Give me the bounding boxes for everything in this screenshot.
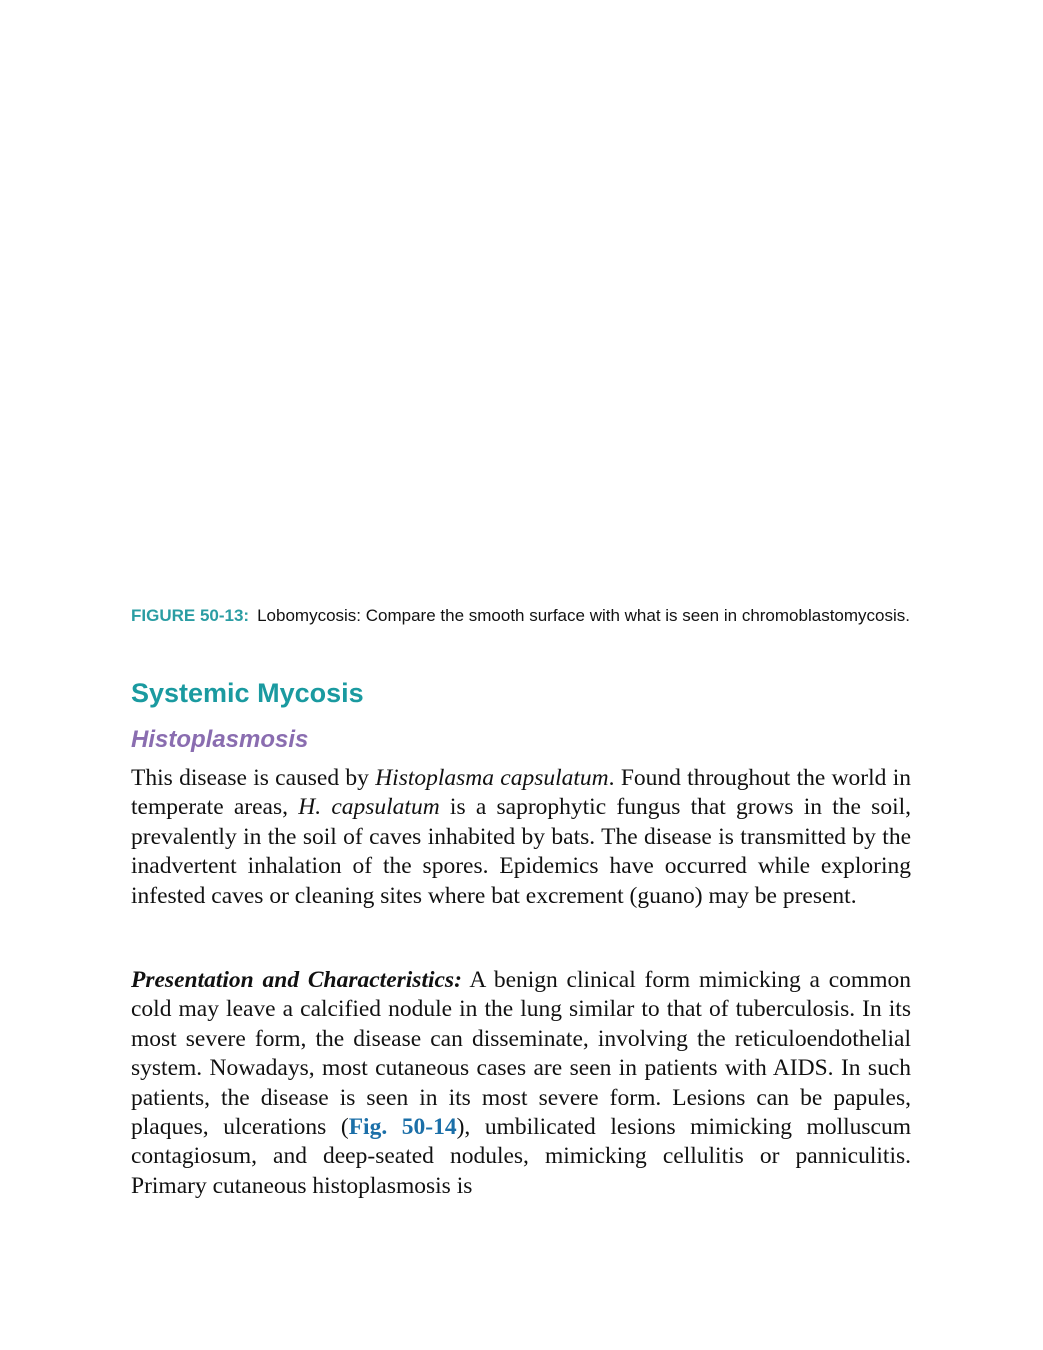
paragraph-text: is a saprophytic fungus that grows in th…	[131, 794, 911, 909]
paragraph-text: ), umbilicated lesions mimicking mollusc…	[131, 1114, 911, 1199]
figure-image-area	[131, 40, 911, 595]
subsection-heading: Histoplasmosis	[131, 726, 309, 753]
species-name: Histoplasma capsulatum	[375, 765, 609, 791]
figure-label: FIGURE 50-13:	[131, 606, 250, 625]
paragraph-text: . Found throughout the world in temperat…	[131, 765, 911, 821]
paragraph-lead-in: Presentation and Characteristics:	[131, 967, 462, 993]
paragraph-histoplasmosis-intro: This disease is caused by Histoplasma ca…	[131, 764, 911, 911]
section-heading: Systemic Mycosis	[131, 678, 364, 708]
figure-caption: FIGURE 50-13: Lobomycosis: Compare the sm…	[131, 606, 911, 626]
figure-caption-text: Lobomycosis: Compare the smooth surface …	[257, 606, 910, 625]
figure-reference-link[interactable]: Fig. 50-14	[348, 1114, 457, 1141]
paragraph-presentation: Presentation and Characteristics: A beni…	[131, 966, 911, 1201]
paragraph-text: A benign clinical form mimicking a commo…	[131, 967, 911, 1141]
species-abbrev: H. capsulatum	[298, 794, 440, 821]
paragraph-text: This disease is caused by	[131, 765, 376, 791]
